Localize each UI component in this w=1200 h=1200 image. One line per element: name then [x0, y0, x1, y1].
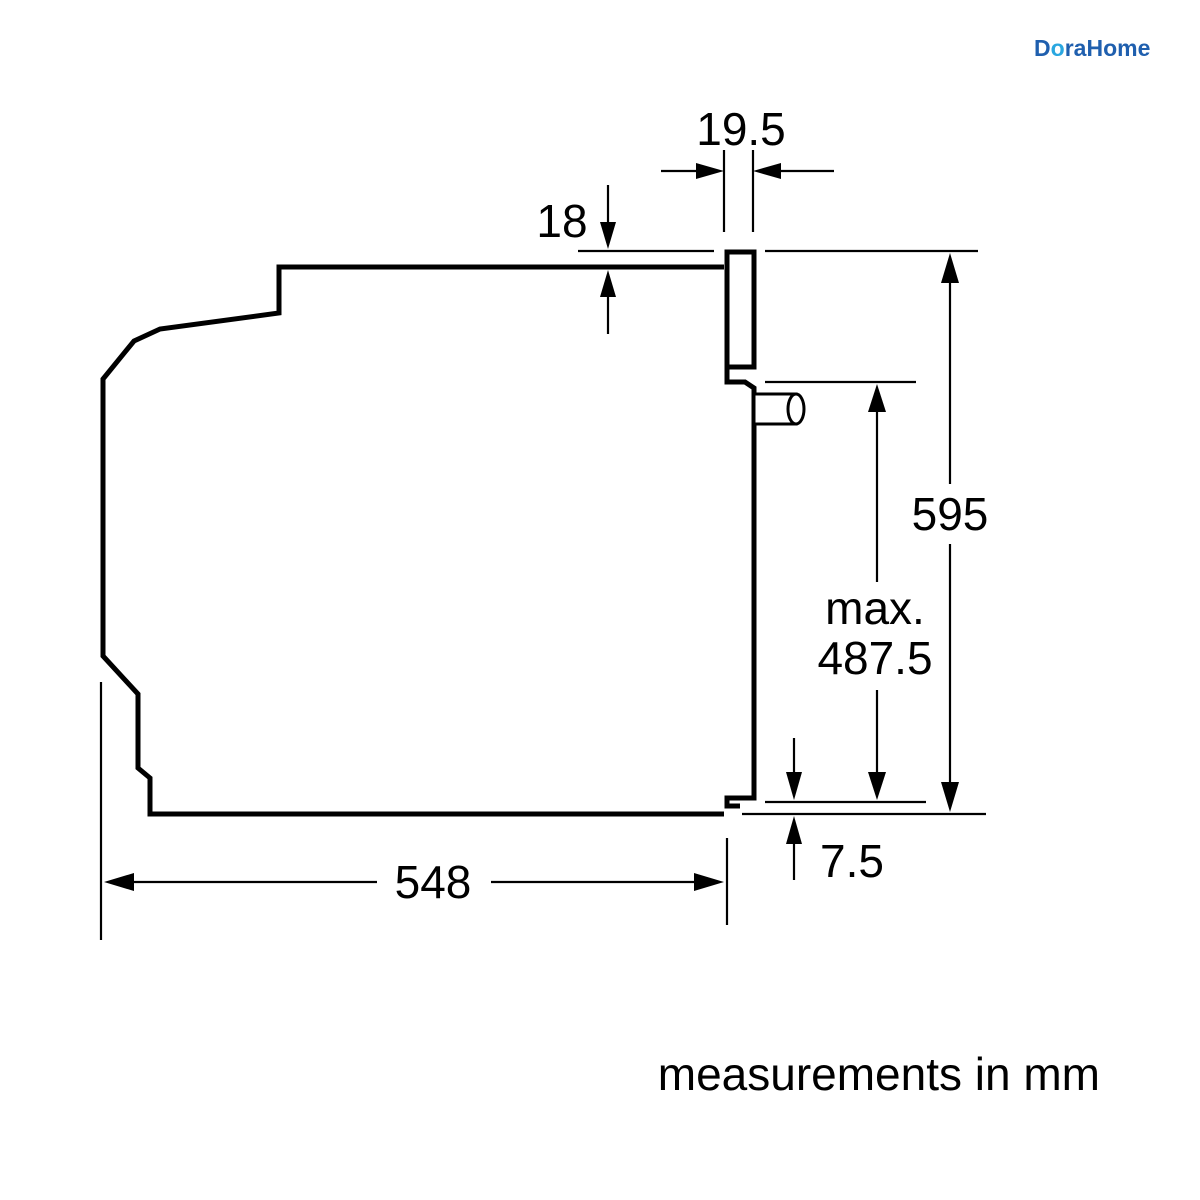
arrow-left — [753, 163, 781, 179]
door-handle — [752, 392, 806, 426]
extension-lines — [99, 150, 986, 940]
arrow-left — [104, 873, 134, 891]
arrow-down — [786, 772, 802, 800]
arrow-up — [868, 384, 886, 412]
dimension-depth: 548 — [104, 856, 724, 908]
dimension-bottom-offset: 7.5 — [786, 738, 884, 887]
arrow-up — [941, 253, 959, 283]
arrow-right — [696, 163, 724, 179]
control-panel-front — [724, 249, 757, 370]
brand-logo: DoraHome — [1034, 35, 1150, 61]
dimension-max-height-label: 487.5 — [817, 632, 932, 684]
oven-cabinet-outline — [100, 264, 724, 817]
dimension-door-thickness: 19.5 — [661, 103, 834, 179]
oven-body-outline — [100, 249, 806, 817]
dimension-height-label: 595 — [912, 488, 989, 540]
arrow-up — [600, 270, 616, 297]
arrow-up — [786, 816, 802, 844]
dimension-height: 595 — [912, 253, 989, 812]
brand-logo-text: DoraHome — [1034, 35, 1150, 61]
arrow-down — [600, 222, 616, 249]
dimension-top-offset-label: 18 — [536, 195, 587, 247]
door-front — [724, 369, 757, 809]
dimension-depth-label: 548 — [395, 856, 472, 908]
arrow-right — [694, 873, 724, 891]
dimension-door-thickness-label: 19.5 — [696, 103, 786, 155]
units-note: measurements in mm — [658, 1048, 1100, 1100]
arrow-down — [868, 772, 886, 800]
dimension-max-prefix: max. — [825, 582, 925, 634]
dimension-top-offset: 18 — [536, 185, 616, 334]
dimension-max-height: max. 487.5 — [817, 384, 933, 800]
arrow-down — [941, 782, 959, 812]
dimension-bottom-offset-label: 7.5 — [820, 835, 884, 887]
